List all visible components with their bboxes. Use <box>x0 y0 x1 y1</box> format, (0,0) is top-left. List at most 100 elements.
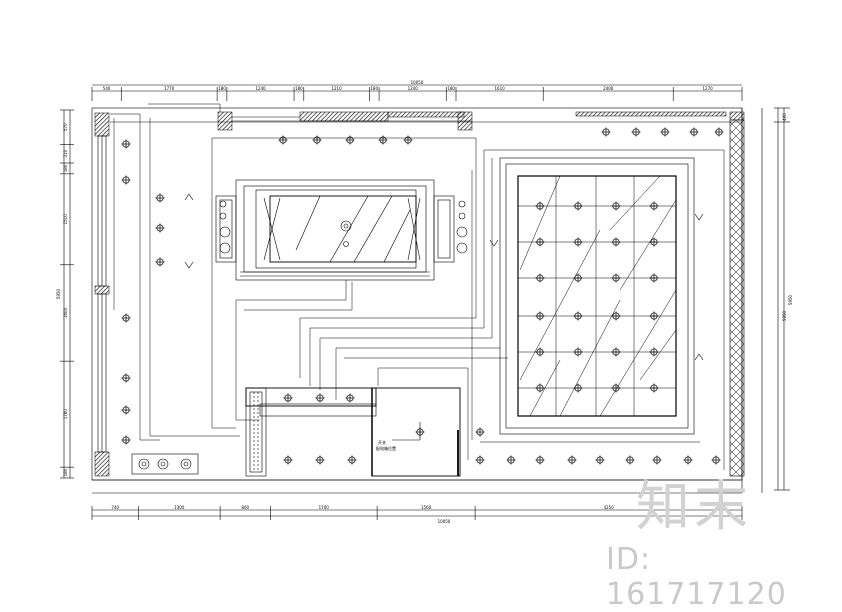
downlight-icon <box>649 201 659 211</box>
ceiling-trim-lines <box>110 103 725 470</box>
top-total-dimension: 10050 <box>411 80 424 85</box>
top-dimension-segment: 180 <box>370 86 378 91</box>
downlight-icon <box>278 135 288 145</box>
downlight-icon <box>660 127 670 137</box>
top-dimension-segment: 180 <box>447 86 455 91</box>
left-dimension-segment: 570 <box>63 123 68 131</box>
downlight-icon <box>611 383 621 393</box>
bottom-dimension-segment: 800 <box>241 505 249 510</box>
downlight-icon <box>378 135 388 145</box>
downlight-icon <box>649 347 659 357</box>
downlight-icon <box>711 455 721 465</box>
bottom-dimension-segment: 4250 <box>603 505 614 510</box>
top-dimension-segment: 540 <box>103 86 111 91</box>
downlight-icon <box>649 311 659 321</box>
downlight-icon <box>535 201 545 211</box>
downlight-icon <box>535 273 545 283</box>
top-dimension-segment: 180 <box>295 86 303 91</box>
downlight-icon <box>714 127 724 137</box>
cabinet-label-1: 开关 <box>378 439 386 445</box>
right-cross-wall <box>729 119 745 477</box>
downlight-icon <box>403 135 413 145</box>
downlight-icon <box>601 127 611 137</box>
outer-walls <box>91 107 763 494</box>
downlight-icon <box>567 455 577 465</box>
downlight-icon <box>649 237 659 247</box>
downlight-icon <box>475 455 485 465</box>
downlight-icon <box>535 347 545 357</box>
left-total-dimension: 5950 <box>56 288 61 299</box>
downlight-icon <box>595 455 605 465</box>
downlight-icon <box>625 455 635 465</box>
downlight-icon <box>283 455 293 465</box>
downlight-icon <box>649 383 659 393</box>
downlight-icon <box>611 311 621 321</box>
left-dimension-line <box>60 109 74 479</box>
bottom-dimension-segment: 1300 <box>174 505 185 510</box>
conduit-pillar <box>245 387 377 477</box>
bottom-total-dimension: 10050 <box>438 519 451 524</box>
downlight-icon <box>283 393 293 403</box>
downlight-icon <box>611 347 621 357</box>
top-dimension-line <box>91 84 743 101</box>
downlight-icon <box>121 405 131 415</box>
socket-panel <box>131 453 199 475</box>
downlight-icon <box>155 223 165 233</box>
downlight-icon <box>611 237 621 247</box>
watermark-logo: 知末 <box>636 475 752 538</box>
downlight-icon <box>573 237 583 247</box>
right-dimension-value: 5950 <box>788 294 793 305</box>
hatched-wall-sections <box>94 111 745 477</box>
downlight-icon <box>312 135 322 145</box>
electrical-cabinet <box>371 387 461 477</box>
bottom-dimension-segment: 1700 <box>319 505 330 510</box>
downlight-icon <box>415 427 425 437</box>
top-dimension-segment: 1240 <box>408 86 419 91</box>
downlight-icon <box>475 427 485 437</box>
right-dimension-line <box>774 107 790 491</box>
downlight-icon <box>535 237 545 247</box>
left-dimension-segment: 180 <box>63 468 68 476</box>
downlight-icon <box>631 127 641 137</box>
left-dimension-segment: 1600 <box>63 307 68 318</box>
left-dimension-segment: 180 <box>63 164 68 172</box>
top-dimension-segment: 180 <box>218 86 226 91</box>
downlight-icon <box>121 373 131 383</box>
downlight-icon <box>573 383 583 393</box>
left-dimension-segment: 1510 <box>63 214 68 225</box>
downlight-icon <box>121 313 131 323</box>
downlight-icon <box>506 455 516 465</box>
downlight-icon <box>573 273 583 283</box>
downlight-icon <box>121 175 131 185</box>
downlight-icon <box>535 383 545 393</box>
downlight-icon <box>611 201 621 211</box>
downlight-icon <box>649 273 659 283</box>
direction-arrows <box>184 193 704 361</box>
downlight-fixtures <box>121 127 724 465</box>
downlight-icon <box>683 455 693 465</box>
watermark-id: ID: 161717120 <box>606 542 787 612</box>
downlight-icon <box>535 311 545 321</box>
bottom-dimension-segment: 1560 <box>421 505 432 510</box>
downlight-icon <box>345 393 355 403</box>
downlight-icon <box>347 455 357 465</box>
downlight-icon <box>689 127 699 137</box>
downlight-icon <box>121 139 131 149</box>
downlight-icon <box>652 455 662 465</box>
feature-wall-unit <box>215 179 468 281</box>
bottom-dimension-line <box>91 506 743 520</box>
bottom-dimension-segment: 740 <box>111 505 119 510</box>
downlight-icon <box>315 393 325 403</box>
downlight-icon <box>121 435 131 445</box>
downlight-icon <box>611 273 621 283</box>
grid-ceiling-panel <box>499 157 695 435</box>
downlight-icon <box>573 201 583 211</box>
downlight-icon <box>573 347 583 357</box>
top-dimension-segment: 1210 <box>331 86 342 91</box>
left-dimension-segment: 310 <box>63 149 68 157</box>
cabinet-label-2: 配电箱位置 <box>376 445 396 451</box>
left-dimension-segment: 1760 <box>63 409 68 420</box>
downlight-icon <box>573 311 583 321</box>
left-window <box>97 135 107 453</box>
